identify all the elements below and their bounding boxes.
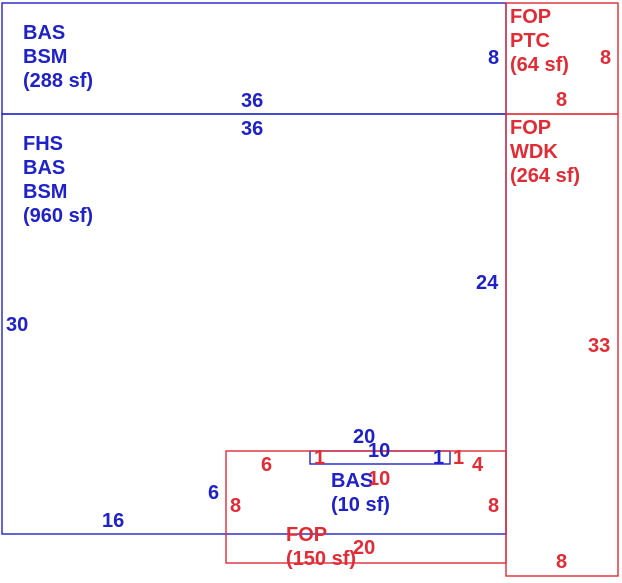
dimension-fop-bottom: 20: [353, 537, 375, 559]
dimension-wdk-right: 33: [588, 335, 610, 357]
dimension-fop-left-top: 6: [261, 454, 272, 476]
area-label-line: (960 sf): [23, 205, 93, 227]
area-label-line: WDK: [510, 141, 558, 163]
area-label-line: BSM: [23, 181, 67, 203]
dimension-bay-top: 20: [353, 426, 375, 448]
area-label-line: PTC: [510, 30, 550, 52]
area-label-line: BAS: [23, 157, 65, 179]
dimension-bay-inner-bottom: 10: [368, 468, 390, 490]
area-label-line: BAS: [23, 22, 65, 44]
area-label-line: FOP: [510, 117, 551, 139]
dimension-bay-left: 1: [314, 447, 325, 469]
dimension-top-left-bottom: 36: [241, 90, 263, 112]
area-label-line: FHS: [23, 133, 63, 155]
wdk-outline: [505, 113, 619, 577]
area-label-main: FHS BAS BSM (960 sf): [23, 133, 93, 227]
dimension-wdk-bottom: 8: [556, 551, 567, 573]
area-label-line: FOP: [286, 524, 327, 546]
area-label-line: (64 sf): [510, 54, 569, 76]
area-label-line: (288 sf): [23, 70, 93, 92]
area-label-line: BSM: [23, 46, 67, 68]
dimension-bay-inner-top: 10: [368, 440, 390, 462]
dimension-fop-left: 8: [230, 495, 241, 517]
dimension-main-right: 24: [476, 272, 499, 294]
area-label-line: BAS: [331, 470, 373, 492]
dimension-bay-right-outer: 1: [453, 447, 464, 469]
area-label-line: (264 sf): [510, 165, 580, 187]
dimension-bay-right-inner: 1: [433, 447, 444, 469]
area-label-line: FOP: [510, 6, 551, 28]
area-label-wdk: FOP WDK (264 sf): [510, 117, 580, 187]
dimension-fop-right-top: 4: [472, 454, 484, 476]
dimension-fop-right: 8: [488, 495, 499, 517]
dimension-main-bottom: 16: [102, 510, 124, 532]
dimension-ptc-right: 8: [600, 47, 611, 69]
dimension-main-notch-vertical: 6: [208, 482, 219, 504]
area-label-line: (10 sf): [331, 494, 390, 516]
area-label-top-left: BAS BSM (288 sf): [23, 22, 93, 92]
dimension-main-left: 30: [6, 314, 28, 336]
area-label-line: (150 sf): [286, 548, 356, 570]
main-room-outline: [1, 113, 507, 535]
dimension-main-top: 36: [241, 118, 263, 140]
area-label-bay: BAS (10 sf): [331, 470, 390, 516]
dimension-top-left-right: 8: [488, 47, 499, 69]
area-label-bottom-porch: FOP (150 sf): [286, 524, 356, 570]
dimension-ptc-bottom: 8: [556, 89, 567, 111]
area-label-ptc: FOP PTC (64 sf): [510, 6, 569, 76]
bottom-porch-outline: [225, 450, 507, 564]
